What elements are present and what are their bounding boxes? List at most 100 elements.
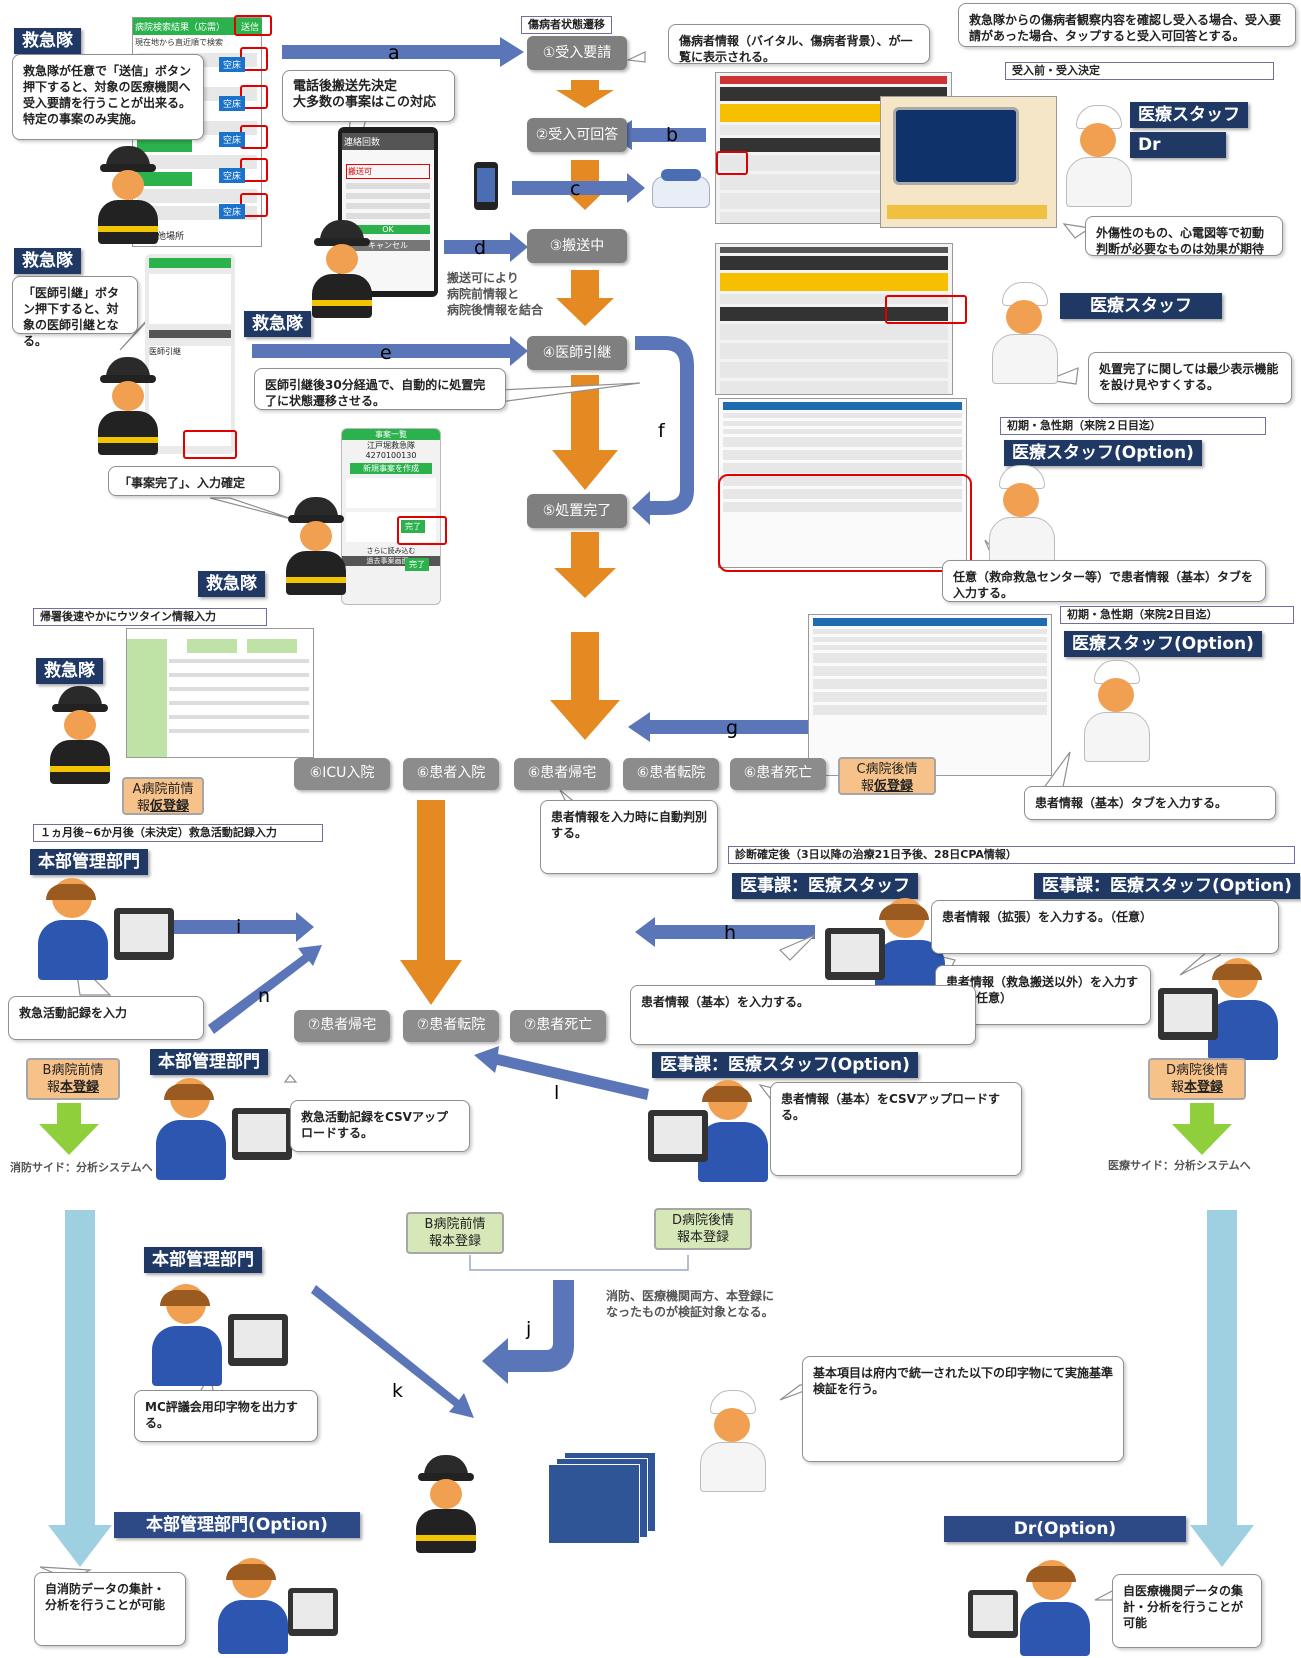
bubble-case-done: 「事案完了」、入力確定 [108,466,280,496]
orange-arrow-1-2 [556,80,614,108]
green-arrows [39,1103,1232,1155]
arrow-label-g: g [726,717,739,739]
bubble-ecg: 外傷性のもの、心電図等で初動判断が必要なものは効果が期待 [1085,216,1283,256]
medical-staff-figure-2 [988,282,1060,384]
role-tag-medaffairs-opt-2: 医事課：医療スタッフ(Option) [652,1052,918,1078]
role-tag-ambulance-1: 救急隊 [14,28,81,54]
arrow-j [482,1280,574,1384]
screenshot-doctor-handover: 医師引継 [145,254,235,454]
screenshot-utstein-form [126,628,314,758]
complete-button-1[interactable]: 完了 [401,520,425,533]
arrow-a [282,37,524,67]
registration-c-post-provisional: C病院後情 報仮登録 [838,757,936,795]
bubble-fire-analysis: 自消防データの集計・分析を行うことが可能 [34,1572,186,1646]
role-tag-hq-1: 本部管理部門 [30,849,148,875]
green-arrow-right [1172,1103,1232,1155]
vacancy-button-5[interactable]: 空床 [219,204,246,219]
screenshot-patient-form-1 [718,398,967,568]
green-arrow-left [39,1103,99,1155]
role-tag-hq-2: 本部管理部門 [150,1049,268,1075]
case-list-title: 事案一覧 [342,429,440,440]
ambulance-crew-figure-5 [44,686,116,784]
arrow-label-f: f [658,420,665,442]
hq-staff-computer-1 [36,878,176,988]
registration-d-final-box: D病院後情 報本登録 [654,1208,752,1250]
bubble-auto-judge: 患者情報を入力時に自動判別する。 [540,800,718,874]
bubble-ext-input: 患者情報（拡張）を入力する。（任意） [931,900,1279,954]
role-tag-medaffairs-opt-1: 医事課：医療スタッフ(Option) [1034,873,1300,899]
bubble-min-display: 処置完了に関しては最少表示機能を設け見やすくする。 [1088,352,1292,404]
registration-b-final-box: B病院前情 報本登録 [406,1212,504,1254]
vacancy-button-2[interactable]: 空床 [219,96,246,111]
vacancy-button-1[interactable]: 空床 [219,57,246,72]
phone-transport-possible[interactable]: 搬送可 [346,164,430,179]
vacancy-button-4[interactable]: 空床 [219,168,246,183]
registration-b-line1: B病院前情 [42,1063,104,1078]
complete-highlight [397,516,447,545]
send-button[interactable]: 送信 [238,19,263,34]
phone-cancel-button[interactable]: キャンセル [346,240,430,251]
header-pre-accept: 受入前・受入決定 [1005,62,1274,80]
role-tag-ambulance-2: 救急隊 [14,248,81,274]
role-tag-hq-opt: 本部管理部門(Option) [114,1512,360,1538]
hq-staff-computer-4 [216,1558,340,1654]
phone-ok-button[interactable]: OK [346,225,430,234]
new-case-button[interactable]: 新規事案を作成 [350,463,432,474]
bubble-csv-activity: 救急活動記録をCSVアップロードする。 [290,1100,470,1152]
registration-b-pre-final: B病院前情 報本登録 [26,1058,120,1100]
medical-staff-figure-4 [1080,660,1152,762]
ambulance-crew-figure-4 [280,497,352,595]
arrow-label-d: d [474,237,487,259]
step-6-admission: ⑥患者入院 [403,758,499,790]
vacancy-button-3[interactable]: 空床 [219,132,246,147]
lightblue-arrows [48,1210,1254,1567]
arrow-k [311,1285,474,1418]
step-6-home: ⑥患者帰宅 [514,758,610,790]
registration-d-final-line1: D病院後情 [671,1213,734,1228]
orange-flow-arrows [400,80,620,1005]
step-7-home: ⑦患者帰宅 [294,1010,390,1042]
medical-staff-figure-3 [985,465,1057,567]
arrow-label-n: n [258,985,271,1007]
load-more-link[interactable]: さらに読み込む [366,547,416,555]
past-cases-link[interactable]: 過去事案画面へ [342,556,440,566]
bubble-csv-basic: 患者情報（基本）をCSVアップロードする。 [770,1082,1022,1176]
registration-a-line1: A病院前情 [132,782,194,797]
step-2-accept-answer: ②受入可回答 [527,118,627,152]
registration-a-line2: 報仮登録 [136,799,190,814]
smartphone-icon [474,162,498,210]
documents-stack-icon [540,1452,660,1544]
case-list-number: 4270100130 [365,451,417,460]
orange-arrow-5-out [554,532,616,598]
arrow-label-a: a [388,42,400,64]
bubble-phone-decide: 電話後搬送先決定 大多数の事案はこの対応 [282,70,455,122]
complete-button-2[interactable]: 完了 [405,558,429,571]
arrow-h [635,917,815,947]
arrow-label-k: k [392,1380,404,1402]
step-7-transfer: ⑦患者転院 [403,1010,499,1042]
screenshot-patient-list-2 [715,243,953,395]
screenshot-contact-phone: 連絡回数 搬送可 OK キャンセル [338,127,438,297]
registration-d-line2: 報本登録 [1170,1080,1224,1095]
screenshot-vital-monitor [880,96,1057,228]
header-one-month: １ヵ月後~6か月後（未決定）救急活動記録入力 [33,824,323,842]
step-4-doctor-handover: ④医師引継 [527,336,627,370]
phone-nearby-label: 現在地から直近順で検索 [135,38,223,47]
registration-d-final-line2: 報本登録 [676,1230,729,1245]
arrow-label-b: b [666,124,679,146]
phone-contact-count: 連絡回数 [342,133,434,150]
registration-b-final-line1: B病院前情 [424,1217,486,1232]
orange-arrow-6-7 [400,800,462,1005]
text-fire-side: 消防サイド：分析システムへ [10,1161,153,1174]
hq-staff-computer-2 [154,1078,294,1183]
header-diagnosis: 診断確定後（3日以降の治療21日予後、28日CPA情報） [728,846,1295,864]
header-initial-1: 初期・急性期（来院２日目迄） [1000,417,1266,435]
arrow-label-i: i [236,916,242,938]
role-tag-ambulance-3: 救急隊 [244,311,311,337]
bubble-basic-input: 患者情報（基本）を入力する。 [630,985,976,1045]
arrow-label-l: l [554,1082,560,1104]
case-list-station: 江戸堀救急隊 [367,441,415,450]
role-tag-medaffairs: 医事課：医療スタッフ [732,873,918,899]
arrow-label-e: e [380,342,392,364]
bubble-basic-tab: 患者情報（基本）タブを入力する。 [1024,786,1276,820]
